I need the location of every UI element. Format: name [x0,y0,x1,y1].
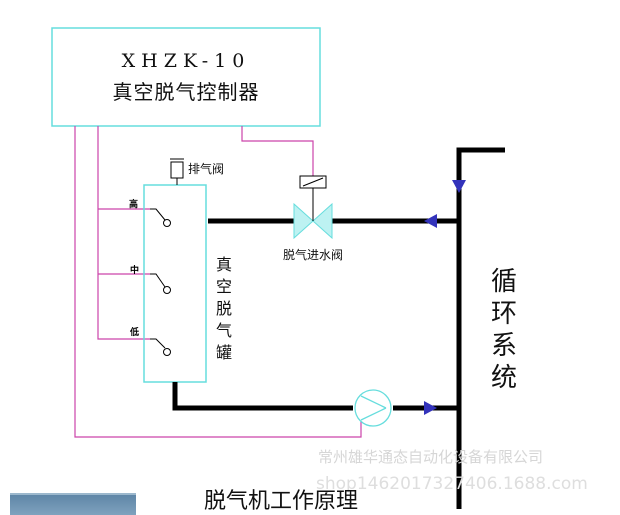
level-low-label: 低 [130,328,140,338]
pump-icon [354,389,392,427]
controller-model: XHZK-10 [121,50,251,72]
flow-arrows [424,180,466,415]
signal-wires [74,126,362,438]
level-switches [150,208,171,356]
arrow-right-icon [424,401,437,415]
vacuum-tank [143,184,207,383]
diagram-caption: 脱气机工作原理 [204,489,359,514]
level-mid-label: 中 [130,266,140,276]
controller-name: 真空脱气控制器 [112,80,260,104]
arrow-down-icon [452,180,466,193]
arrow-left-icon [424,214,437,228]
inlet-valve-icon [293,175,333,240]
tank-label: 真空脱气罐 [215,255,232,362]
vent-valve-icon [170,158,184,185]
device-thumbnail [10,493,136,515]
system-label: 循环系统 [490,267,517,393]
controller-box [51,27,321,127]
level-high-label: 高 [129,200,139,210]
vent-valve-label: 排气阀 [188,162,225,176]
inlet-valve-label: 脱气进水阀 [283,248,344,262]
watermark-url: shop1462017327406.1688.com [316,474,588,494]
watermark-company: 常州雄华通态自动化设备有限公司 [318,448,544,466]
